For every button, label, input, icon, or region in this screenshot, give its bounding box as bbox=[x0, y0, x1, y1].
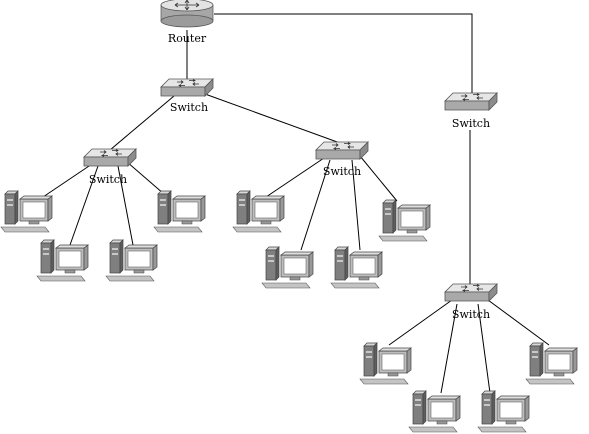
link-switch-a-switch-b bbox=[109, 95, 175, 151]
desktop-computer-icon bbox=[153, 190, 206, 233]
desktop-computer-icon bbox=[408, 390, 461, 433]
desktop-computer-icon bbox=[359, 342, 412, 385]
desktop-computer-icon bbox=[232, 190, 285, 233]
desktop-computer-icon bbox=[0, 190, 53, 233]
switch-icon bbox=[83, 148, 137, 167]
switch-e-label: Switch bbox=[452, 117, 490, 130]
switch-d-label: Switch bbox=[452, 308, 490, 321]
switch-e: Switch bbox=[444, 92, 498, 130]
switch-d: Switch bbox=[444, 283, 498, 321]
router-icon bbox=[160, 0, 214, 28]
link-router-switch-e bbox=[214, 13, 473, 95]
switch-icon bbox=[444, 92, 498, 111]
switch-c: Switch bbox=[315, 141, 369, 178]
switch-b: Switch bbox=[83, 148, 137, 186]
desktop-computer-icon bbox=[261, 246, 314, 289]
desktop-computer-icon bbox=[36, 239, 89, 282]
switch-a: Switch bbox=[160, 78, 214, 114]
switch-icon bbox=[444, 283, 498, 302]
desktop-computer-icon bbox=[525, 342, 578, 385]
router-label: Router bbox=[168, 32, 207, 45]
desktop-computer-icon bbox=[477, 390, 530, 433]
computers bbox=[0, 190, 578, 433]
desktop-computer-icon bbox=[105, 239, 158, 282]
desktop-computer-icon bbox=[330, 246, 383, 289]
desktop-computer-icon bbox=[378, 199, 431, 242]
switch-a-label: Switch bbox=[170, 101, 208, 114]
switch-c-label: Switch bbox=[323, 165, 361, 178]
switch-icon bbox=[315, 141, 369, 160]
link-switch-a-switch-c bbox=[204, 93, 341, 144]
switch-icon bbox=[160, 78, 214, 97]
network-links bbox=[42, 13, 550, 394]
router: Router bbox=[160, 0, 214, 45]
switch-b-label: Switch bbox=[89, 173, 127, 186]
